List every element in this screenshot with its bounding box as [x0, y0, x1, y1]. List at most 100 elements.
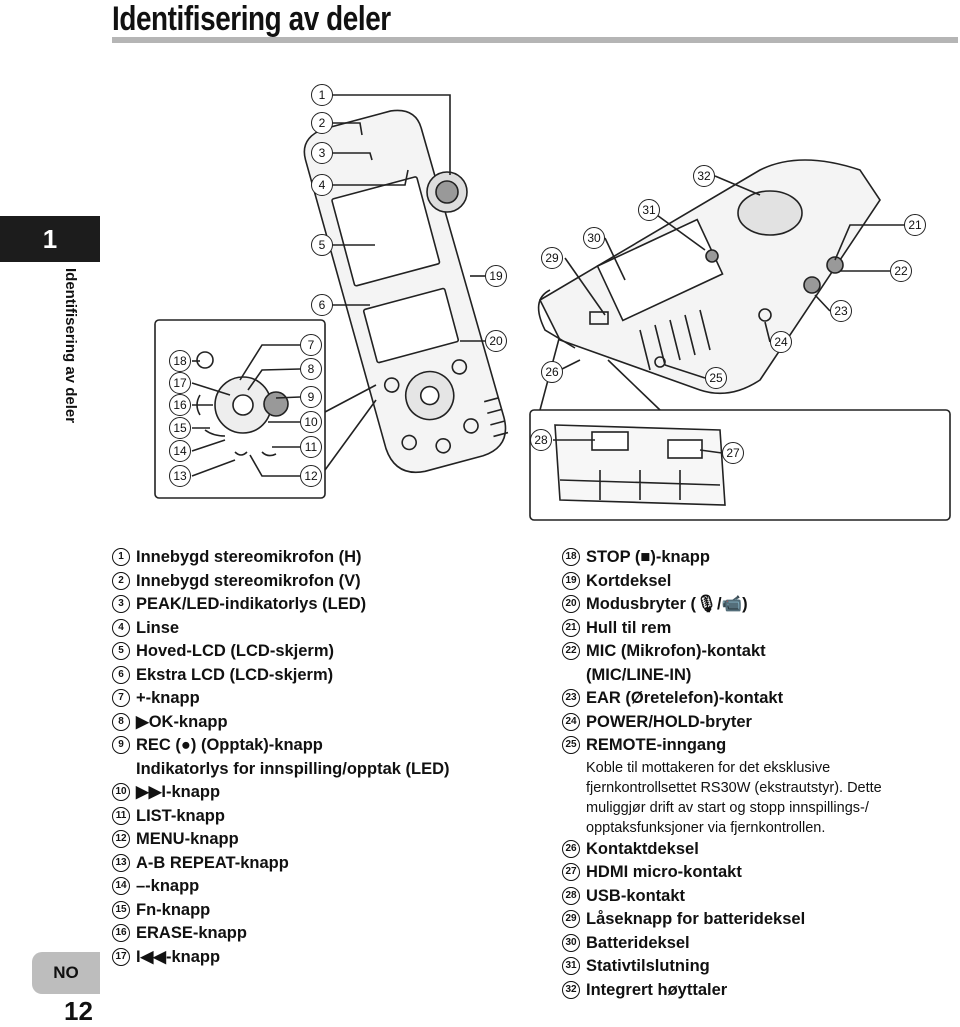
item-label: +-knapp	[136, 689, 200, 707]
item-label: Låseknapp for batterideksel	[586, 910, 806, 928]
callout-3: 3	[311, 142, 333, 164]
item-number: 26	[562, 839, 580, 858]
callout-11: 11	[300, 436, 322, 458]
callout-8: 8	[300, 358, 322, 380]
language-code: NO	[53, 963, 79, 982]
callout-17: 17	[169, 372, 191, 394]
item-label: MIC (Mikrofon)-kontakt	[586, 642, 766, 660]
callout-1: 1	[311, 84, 333, 106]
item-label: Innebygd stereomikrofon (H)	[136, 548, 362, 566]
list-item: 7 +-knapp	[112, 687, 450, 711]
item-label: ERASE-knapp	[136, 924, 247, 942]
callout-14: 14	[169, 440, 191, 462]
list-item: 27 HDMI micro-kontakt	[562, 861, 882, 885]
item-description: Koble til mottakeren for det eksklusive	[586, 759, 831, 776]
item-label: USB-kontakt	[586, 886, 686, 905]
recorder-front	[303, 109, 509, 474]
list-item: 29 Låseknapp for batterideksel	[562, 908, 882, 932]
item-label: I◀◀-knapp	[136, 947, 221, 966]
item-label: Hoved-LCD (LCD-skjerm)	[136, 642, 335, 660]
callout-29: 29	[541, 247, 563, 269]
callout-18: 18	[169, 350, 191, 372]
chapter-number: 1	[42, 223, 58, 254]
item-label: HDMI micro-kontakt	[586, 863, 742, 881]
item-label: Linse	[136, 618, 180, 637]
callout-22: 22	[890, 260, 912, 282]
list-item: 31 Stativtilslutning	[562, 955, 882, 979]
item-number: 8	[112, 712, 130, 731]
list-item: 10 ▶▶I-knapp	[112, 781, 450, 805]
page-number: 12	[64, 996, 93, 1026]
list-item: 21 Hull til rem	[562, 617, 882, 641]
callout-30: 30	[583, 227, 605, 249]
item-number: 21	[562, 618, 580, 637]
item-number: 23	[562, 689, 580, 707]
item-number: 18	[562, 548, 580, 566]
item-label: ▶▶I-knapp	[136, 783, 221, 801]
item-label: Kortdeksel	[586, 571, 672, 590]
item-label: Stativtilslutning	[586, 957, 710, 975]
item-number: 29	[562, 910, 580, 928]
callout-5: 5	[311, 234, 333, 256]
item-number: 22	[562, 642, 580, 660]
zoom-box-right	[529, 409, 951, 521]
device-illustration	[154, 94, 951, 521]
item-number: 11	[112, 806, 130, 825]
item-description: muliggjør drift av start og stopp innspi…	[586, 799, 869, 816]
callout-15: 15	[169, 417, 191, 439]
callout-21: 21	[904, 214, 926, 236]
item-label: Hull til rem	[586, 618, 672, 637]
item-number: 17	[112, 947, 130, 966]
item-number: 5	[112, 642, 130, 660]
item-label: A-B REPEAT-knapp	[136, 853, 289, 872]
item-description: fjernkontrollsettet RS30W (ekstrautstyr)…	[586, 779, 882, 796]
callout-20: 20	[485, 330, 507, 352]
item-number: 20	[562, 595, 580, 613]
item-number: 30	[562, 933, 580, 952]
callout-23: 23	[830, 300, 852, 322]
item-label: MENU-knapp	[136, 830, 239, 848]
zoom-box-left	[154, 319, 326, 499]
callout-31: 31	[638, 199, 660, 221]
item-label: Innebygd stereomikrofon (V)	[136, 571, 361, 590]
item-number: 3	[112, 595, 130, 613]
callout-19: 19	[485, 265, 507, 287]
callout-13: 13	[169, 465, 191, 487]
item-number: 24	[562, 712, 580, 731]
callout-25: 25	[705, 367, 727, 389]
item-number: 27	[562, 863, 580, 881]
item-label: LIST-knapp	[136, 806, 225, 825]
item-number: 10	[112, 783, 130, 801]
callout-26: 26	[541, 361, 563, 383]
item-number: 31	[562, 957, 580, 975]
item-label: Integrert høyttaler	[586, 980, 728, 999]
item-sublabel: Indikatorlys for innspilling/opptak (LED…	[136, 759, 450, 778]
list-item: 8▶OK-knapp	[112, 711, 450, 735]
list-item: 5 Hoved-LCD (LCD-skjerm)	[112, 640, 450, 664]
item-number: 7	[112, 689, 130, 707]
callout-16: 16	[169, 394, 191, 416]
language-badge: NO	[32, 952, 100, 994]
item-label: Batterideksel	[586, 933, 690, 952]
callout-32: 32	[693, 165, 715, 187]
callout-28: 28	[530, 429, 552, 451]
item-description: opptaksfunksjoner via fjernkontrollen.	[586, 819, 826, 836]
list-item: 11 LIST-knapp	[112, 805, 450, 829]
item-label: Kontaktdeksel	[586, 839, 699, 858]
item-label: Modusbryter (🎙/📹)	[586, 595, 748, 613]
callout-27: 27	[722, 442, 744, 464]
